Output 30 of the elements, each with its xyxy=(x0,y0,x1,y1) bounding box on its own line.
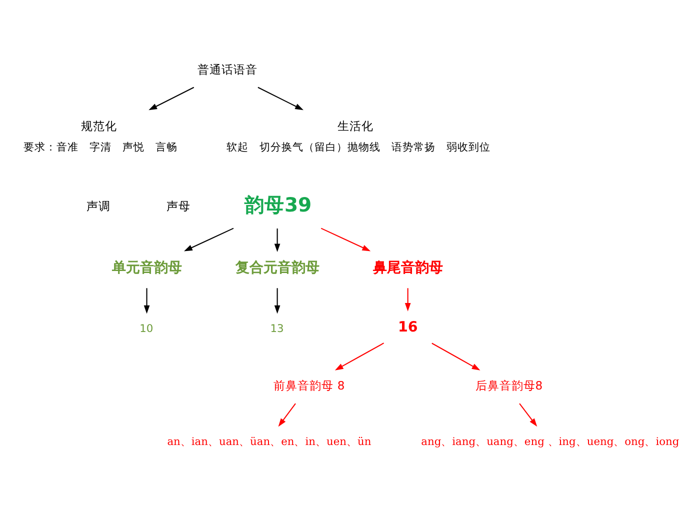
arrow xyxy=(519,402,538,426)
arrow xyxy=(404,288,411,311)
label: 声调 xyxy=(86,198,110,213)
node-text: 复合元音韵母 xyxy=(236,259,320,276)
arrow xyxy=(334,342,384,370)
node-text: 16 xyxy=(398,318,418,335)
node-text: 生活化 xyxy=(338,118,374,132)
arrow xyxy=(144,288,150,314)
node-text: 前鼻音韵母 8 xyxy=(274,378,345,392)
node-text: 规范化 xyxy=(81,118,118,132)
node-label: 要求：音准 字清 声悦 言畅 xyxy=(23,140,178,153)
arrow xyxy=(258,86,304,110)
arrow xyxy=(274,288,280,314)
node-text: an、ian、uan、üan、en、in、uen、ün xyxy=(167,434,372,448)
node-text: 10 xyxy=(140,322,154,335)
node-text: 鼻尾音韵母 xyxy=(373,259,444,276)
label: 声母 xyxy=(166,198,190,213)
arrow xyxy=(432,342,480,370)
arrow xyxy=(274,228,280,252)
arrow xyxy=(320,227,371,251)
arrow xyxy=(278,402,296,426)
node-label: 软起 切分换气（留白）抛物线 语势常扬 弱收到位 xyxy=(226,140,491,153)
node-text: 单元音韵母 xyxy=(112,259,182,276)
arrow xyxy=(184,227,234,251)
node-text: 后鼻音韵母8 xyxy=(475,378,543,392)
node-text: ang、iang、uang、eng 、ing、ueng、ong、iong xyxy=(421,434,680,448)
arrow xyxy=(148,86,194,110)
node-text: 普通话语音 xyxy=(197,62,258,76)
node-text: 韵母39 xyxy=(244,192,312,216)
node-text: 13 xyxy=(270,322,284,335)
